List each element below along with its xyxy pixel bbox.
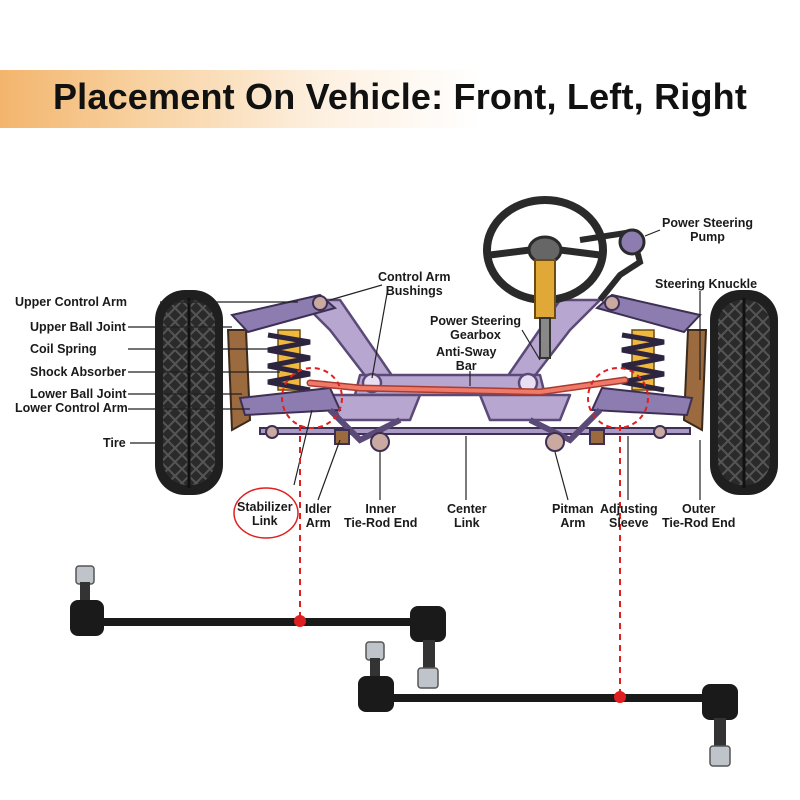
tire-left <box>155 290 223 495</box>
frame <box>298 298 602 422</box>
stabilizer-link-label-ring <box>233 487 299 539</box>
coil-spring-left <box>267 329 311 393</box>
stabilizer-link-highlight-right <box>587 367 649 429</box>
steering-linkage <box>259 407 691 452</box>
steering-column <box>534 259 556 359</box>
label-tire: Tire <box>103 436 126 450</box>
stabilizer-link-part-1 <box>70 565 446 689</box>
label-upper-ball-joint: Upper Ball Joint <box>30 320 126 334</box>
stabilizer-link-highlight-left <box>281 367 343 429</box>
label-upper-control-arm: Upper Control Arm <box>15 295 128 309</box>
tire-right <box>710 290 778 495</box>
label-lower-ball-joint: Lower Ball Joint <box>30 387 127 401</box>
stabilizer-link-part-2 <box>358 641 738 767</box>
power-steering-pump <box>579 228 646 302</box>
label-steering-knuckle: Steering Knuckle <box>655 277 758 291</box>
leader-lines <box>128 229 701 501</box>
label-lower-control-arm: Lower Control Arm <box>15 401 128 415</box>
anti-sway-bar <box>306 376 629 396</box>
upper-control-arm-right <box>594 293 702 334</box>
lower-control-arm-right <box>590 386 694 417</box>
title-band <box>0 70 800 128</box>
label-coil-spring: Coil Spring <box>30 342 97 356</box>
page-title: Placement On Vehicle: Front, Left, Right <box>52 76 748 117</box>
lower-control-arm-left <box>238 386 342 417</box>
label-shock-absorber: Shock Absorber <box>30 365 127 379</box>
